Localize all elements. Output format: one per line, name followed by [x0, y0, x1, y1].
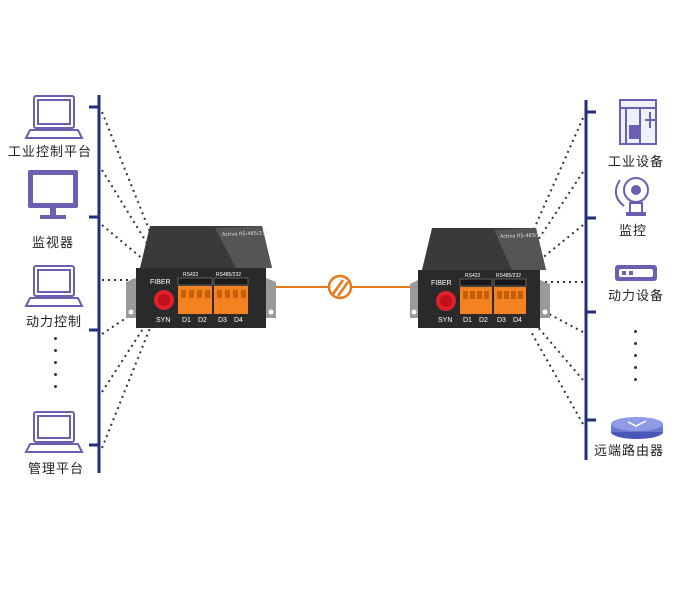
left-rs422-label: RS422 [183, 272, 199, 278]
label-power-control: 动力控制 [26, 315, 83, 330]
dotted-link [101, 327, 151, 449]
fiber-break-icon [327, 274, 353, 300]
svg-text:Active RS-485/232: Active RS-485/232 [500, 232, 546, 240]
computer-icon [24, 411, 84, 453]
left-d2-label: D2 [198, 317, 207, 324]
dotted-link [101, 224, 151, 266]
label-industrial-equipment: 工业设备 [608, 155, 665, 170]
computer-icon [24, 265, 84, 307]
left-fiber-modem: Active RS-485/232 [126, 226, 276, 328]
label-monitor: 监视器 [32, 236, 75, 251]
computer-icon [24, 95, 84, 139]
right-syn-label: SYN [438, 317, 452, 324]
left-syn-label: SYN [156, 317, 170, 324]
label-surveillance: 监控 [619, 224, 648, 239]
right-fiber-modem: Active RS-485/232 [410, 228, 550, 328]
label-remote-router: 远端路由器 [594, 444, 665, 459]
dotted-link [529, 317, 584, 381]
monitor-icon [28, 170, 78, 219]
left-ellipsis-dots [54, 337, 57, 397]
left-d1-label: D1 [182, 317, 191, 324]
right-rs485-label: RS485/232 [496, 273, 521, 279]
dotted-link [101, 111, 151, 233]
power-device-icon [615, 265, 657, 281]
left-d3-label: D3 [218, 317, 227, 324]
camera-icon [614, 177, 649, 216]
svg-text:Active RS-485/232: Active RS-485/232 [222, 230, 268, 238]
dotted-link [529, 117, 584, 239]
right-d2-label: D2 [479, 317, 488, 324]
right-ellipsis-dots [634, 330, 637, 390]
router-icon [611, 417, 663, 439]
left-d4-label: D4 [234, 317, 243, 324]
right-d3-label: D3 [497, 317, 506, 324]
industrial-equipment-icon [619, 99, 657, 145]
left-rs485-label: RS485/232 [216, 272, 241, 278]
dotted-link [529, 171, 584, 253]
label-power-equipment: 动力设备 [608, 289, 665, 304]
dotted-link [101, 317, 151, 393]
dotted-link [529, 329, 584, 425]
right-fiber-label: FIBER [431, 280, 452, 287]
right-rs422-label: RS422 [465, 273, 481, 279]
dotted-link [101, 169, 151, 249]
label-management-platform: 管理平台 [28, 462, 85, 477]
left-fiber-label: FIBER [150, 279, 171, 286]
right-d4-label: D4 [513, 317, 522, 324]
right-d1-label: D1 [463, 317, 472, 324]
label-industrial-control-platform: 工业控制平台 [8, 145, 93, 160]
